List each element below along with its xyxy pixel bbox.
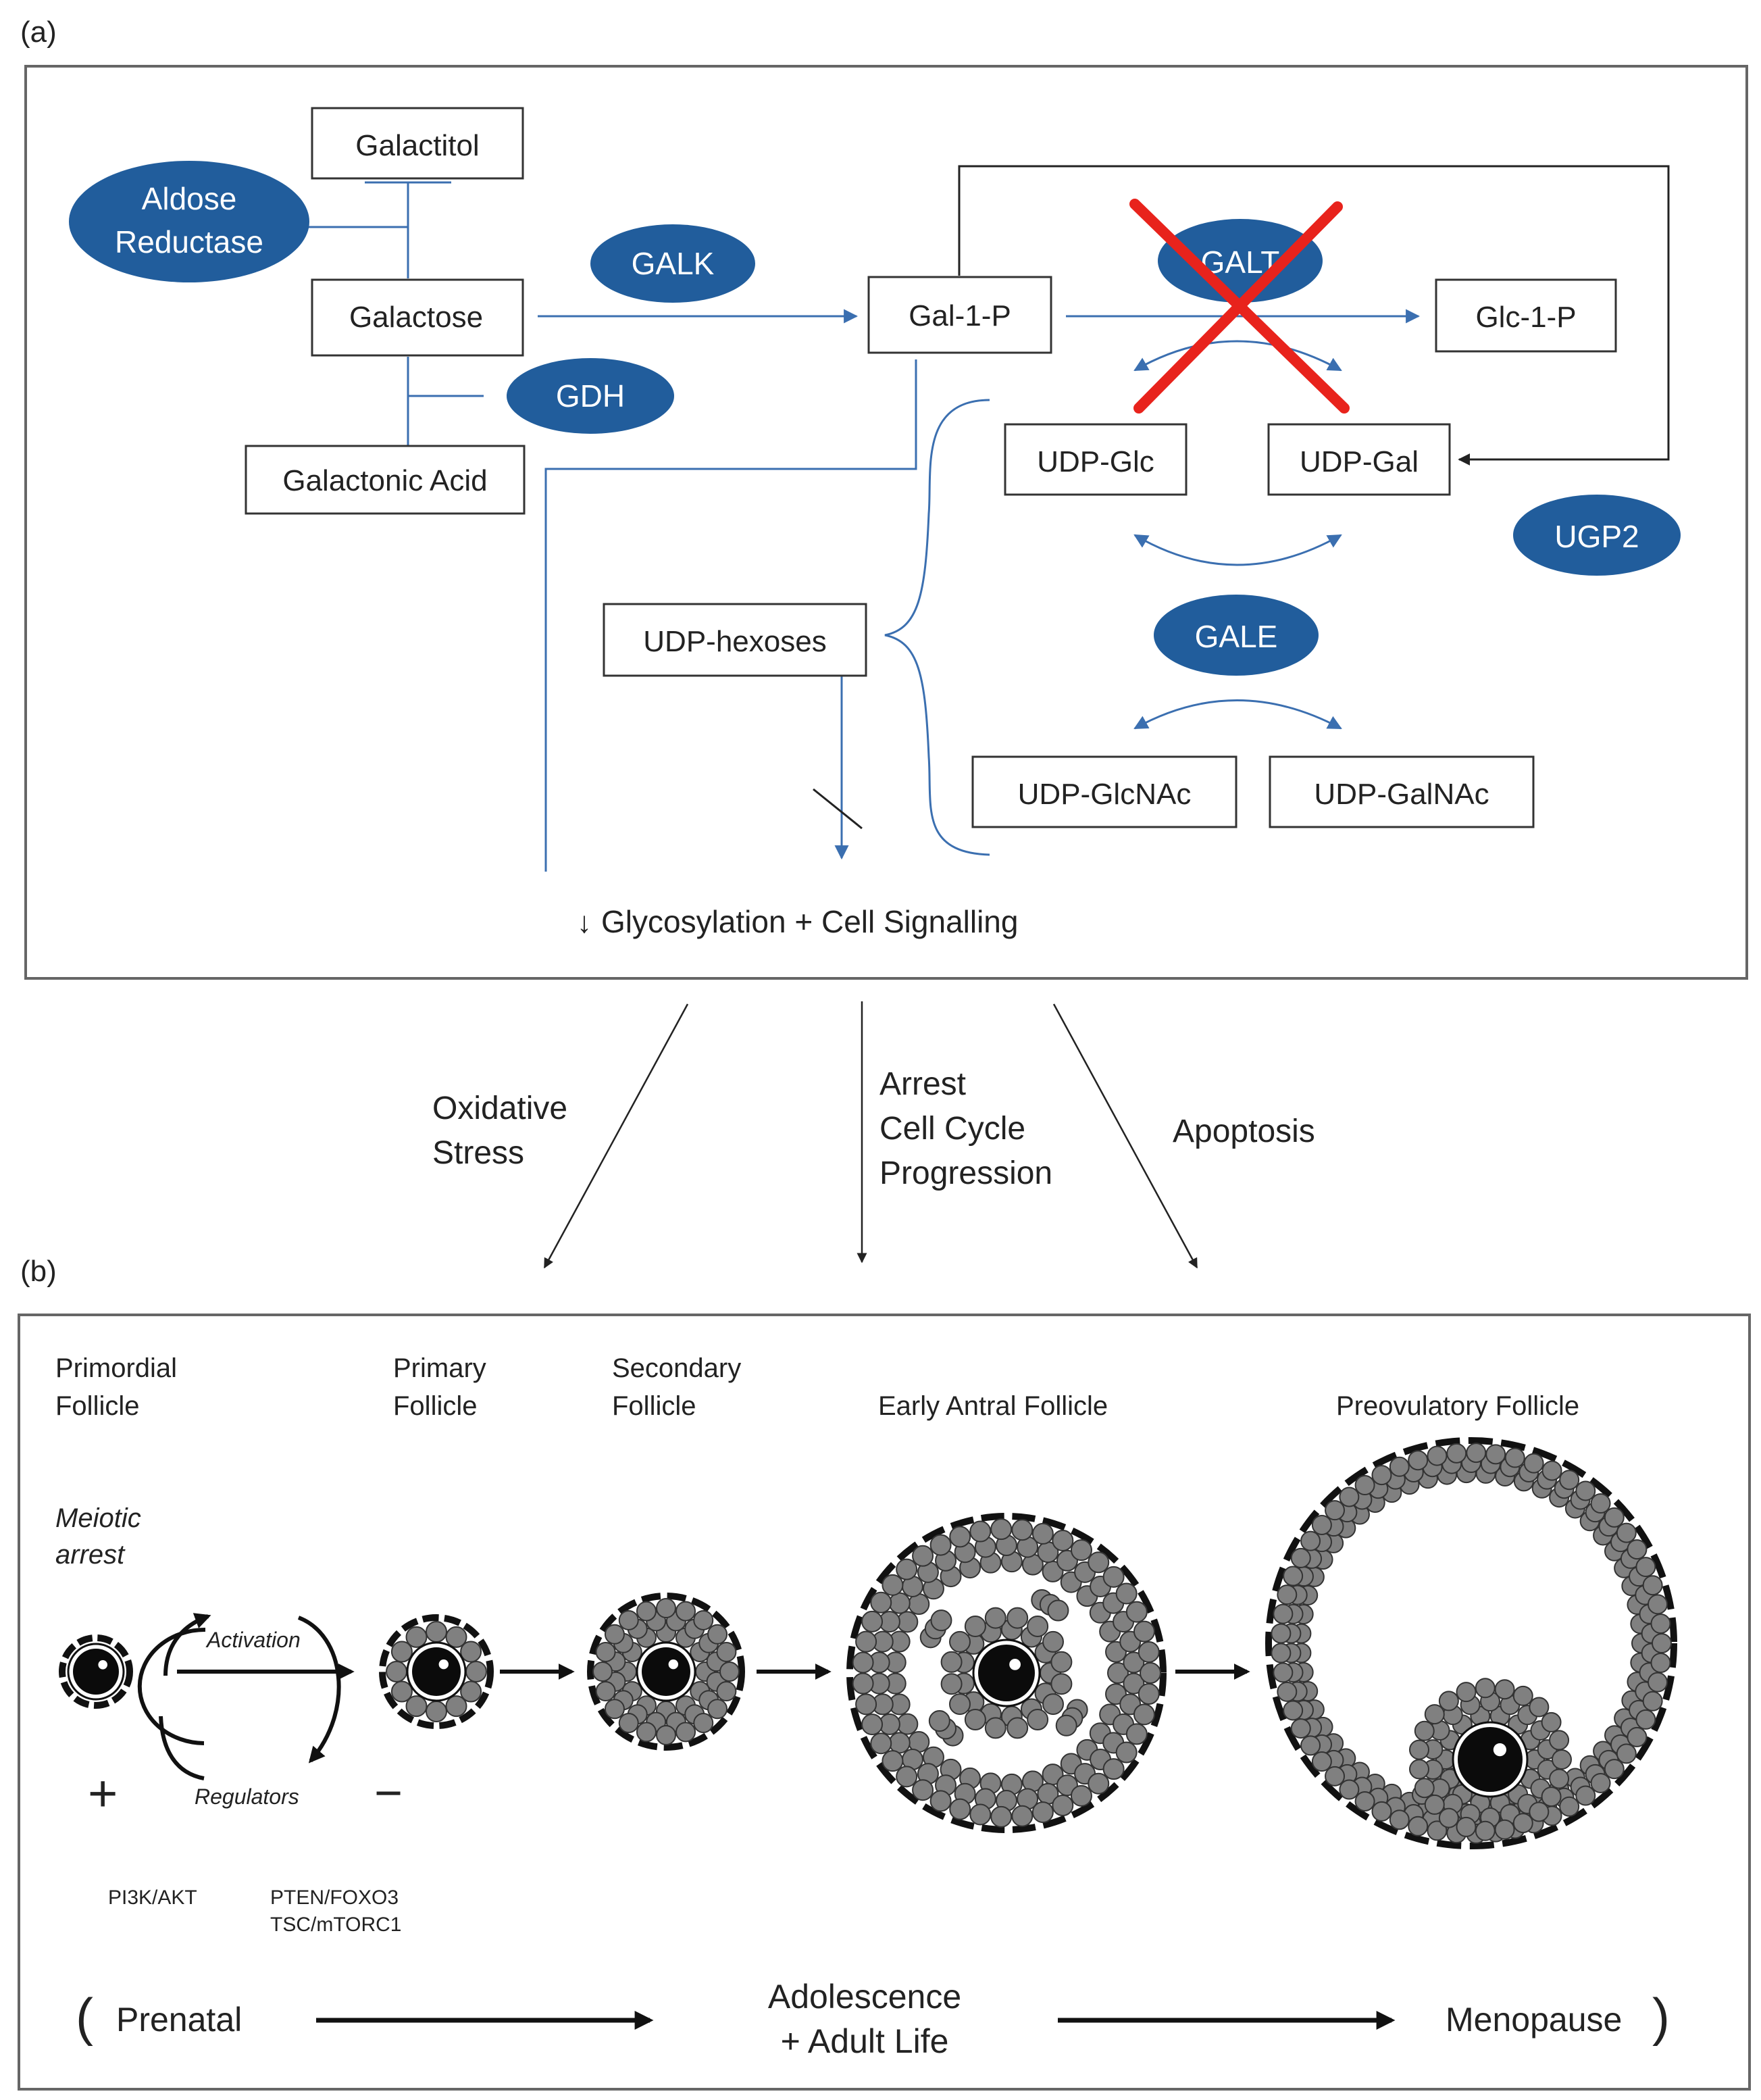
activation-label: Activation <box>205 1628 301 1652</box>
galk-enzyme: GALK <box>590 224 755 303</box>
primary-label-2: Follicle <box>393 1391 477 1421</box>
block-slash <box>813 788 863 830</box>
panel-b-frame <box>18 1314 1751 2091</box>
ugp2-enzyme: UGP2 <box>1513 495 1681 576</box>
udp-galnac-node: UDP-GalNAc <box>1269 755 1535 828</box>
galactitol-label: Galactitol <box>355 129 479 162</box>
neg-regulator-label-1: PTEN/FOXO3 <box>270 1886 399 1909</box>
regulators-label: Regulators <box>195 1784 299 1809</box>
arrest-label-1: Arrest <box>879 1066 966 1102</box>
panel-b-label: (b) <box>20 1255 57 1288</box>
regulators-cycle <box>137 1613 341 1780</box>
arrest-label-2: Cell Cycle <box>879 1111 1025 1147</box>
gale-label: GALE <box>1195 619 1278 654</box>
secondary-label-1: Secondary <box>612 1353 741 1383</box>
outcome-arrow: ↓ <box>577 906 592 939</box>
timeline-open-paren: ( <box>76 1987 93 2047</box>
galactonic-acid-node: Galactonic Acid <box>245 445 526 515</box>
galactonic-acid-label: Galactonic Acid <box>282 464 487 497</box>
gdh-label: GDH <box>556 378 625 414</box>
udp-hexoses-node: UDP-hexoses <box>603 603 867 677</box>
meiotic-label-1: Meiotic <box>55 1503 141 1533</box>
udp-gal-label: UDP-Gal <box>1300 445 1419 478</box>
oxidative-label-2: Stress <box>432 1135 524 1171</box>
primordial-label-1: Primordial <box>55 1353 177 1383</box>
udp-glcnac-label: UDP-GlcNAc <box>1018 778 1192 811</box>
gale-enzyme: GALE <box>1154 595 1319 676</box>
early-antral-label: Early Antral Follicle <box>878 1391 1108 1421</box>
aldose-label-2: Reductase <box>115 224 263 259</box>
ugp2-label: UGP2 <box>1554 519 1639 554</box>
aldose-reductase-enzyme: Aldose Reductase <box>69 161 309 282</box>
galactose-node: Galactose <box>311 278 524 357</box>
galt-deficiency-cross <box>1129 199 1350 414</box>
secondary-label-2: Follicle <box>612 1391 696 1421</box>
udp-hexoses-label: UDP-hexoses <box>643 625 826 658</box>
udp-galnac-label: UDP-GalNAc <box>1314 778 1489 811</box>
galactose-label: Galactose <box>349 301 483 334</box>
effect-arrows <box>543 1001 1198 1269</box>
timeline-menopause: Menopause <box>1446 2001 1622 2039</box>
primordial-label-2: Follicle <box>55 1391 139 1421</box>
udp-glc-label: UDP-Glc <box>1037 445 1154 478</box>
aldose-label-1: Aldose <box>142 181 237 216</box>
pathway-lines <box>308 181 1421 872</box>
galt-enzyme: GALT <box>1158 219 1323 303</box>
primary-label-1: Primary <box>393 1353 486 1383</box>
galk-label: GALK <box>632 246 715 281</box>
pos-regulator-label: PI3K/AKT <box>108 1886 197 1909</box>
timeline-adolescence-2: + Adult Life <box>781 2022 949 2060</box>
oxidative-label-1: Oxidative <box>432 1091 567 1126</box>
plus-sign: + <box>88 1765 118 1822</box>
apoptosis-label: Apoptosis <box>1173 1114 1315 1149</box>
galactitol-node: Galactitol <box>311 107 524 180</box>
follicle-illustrations <box>59 1437 1677 1849</box>
neg-regulator-label-2: TSC/mTORC1 <box>270 1914 401 1936</box>
outcome-label: Glycosylation + Cell Signalling <box>601 904 1018 939</box>
glc1p-label: Glc-1-P <box>1475 301 1576 334</box>
udp-glcnac-node: UDP-GlcNAc <box>971 755 1237 828</box>
preovulatory-label: Preovulatory Follicle <box>1336 1391 1579 1421</box>
timeline-close-paren: ) <box>1652 1987 1670 2047</box>
panel-a-label: (a) <box>20 16 57 49</box>
meiotic-label-2: arrest <box>55 1540 126 1570</box>
arrest-label-3: Progression <box>879 1155 1052 1191</box>
minus-sign: − <box>374 1766 403 1820</box>
glc1p-node: Glc-1-P <box>1435 278 1617 353</box>
udp-glc-node: UDP-Glc <box>1004 423 1188 496</box>
gal1p-label: Gal-1-P <box>909 299 1011 332</box>
gdh-enzyme: GDH <box>507 358 674 434</box>
udp-gal-node: UDP-Gal <box>1267 423 1451 496</box>
panel-a-frame <box>24 65 1748 980</box>
timeline-prenatal: Prenatal <box>116 2001 242 2039</box>
feedback-line <box>958 165 1670 466</box>
gal1p-node: Gal-1-P <box>867 276 1052 354</box>
timeline-adolescence-1: Adolescence <box>768 1978 961 2016</box>
